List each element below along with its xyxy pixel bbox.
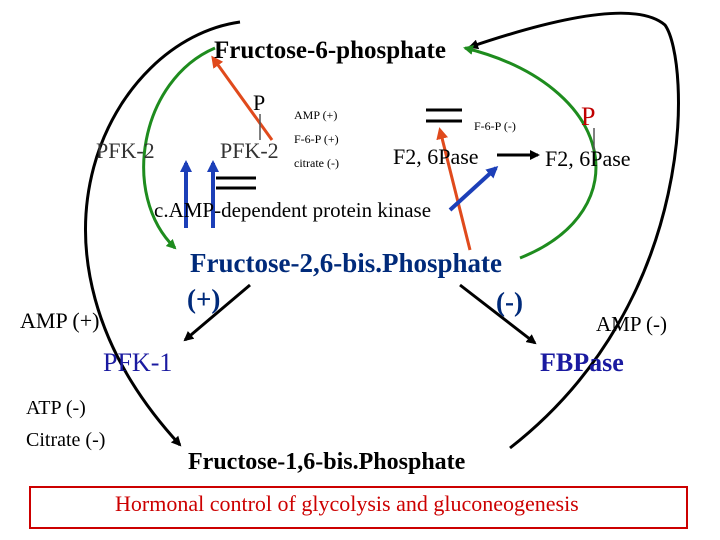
inhibit-minus-label: (-) bbox=[496, 287, 523, 317]
f6p-minus-label: F-6-P (-) bbox=[474, 119, 516, 133]
citrate-minus-label: Citrate (-) bbox=[26, 429, 106, 451]
fructose-26-bisphosphate-label: Fructose-2,6-bis.Phosphate bbox=[190, 248, 502, 278]
amp-plus-small-label: AMP (+) bbox=[294, 108, 338, 122]
activate-plus-label: (+) bbox=[187, 284, 221, 314]
inhibition-bars-left bbox=[216, 176, 256, 190]
amp-plus-label: AMP (+) bbox=[20, 308, 100, 333]
amp-minus-label: AMP (-) bbox=[596, 312, 667, 336]
fbpase-label: FBPase bbox=[540, 348, 624, 377]
citrate-minus-small-label: citrate (-) bbox=[294, 156, 339, 170]
arrow-f26bp-to-fbpase bbox=[459, 283, 537, 345]
fructose-6-phosphate-label: Fructose-6-phosphate bbox=[214, 37, 446, 64]
fructose-16-bisphosphate-label: Fructose-1,6-bis.Phosphate bbox=[188, 449, 466, 475]
outer-loop-right-arrow bbox=[468, 11, 680, 450]
inhibition-bars-right bbox=[426, 108, 462, 123]
phosphate-label-right: P bbox=[581, 102, 596, 131]
green-arrow-f6p-to-f26bp bbox=[142, 46, 216, 250]
orange-arrow-pfk2-phosphate bbox=[211, 55, 274, 141]
caption-text: Hormonal control of glycolysis and gluco… bbox=[115, 491, 579, 516]
f26pase-label-right: F2, 6Pase bbox=[545, 146, 631, 171]
pfk1-label: PFK-1 bbox=[103, 348, 173, 377]
arrow-f26bp-to-pfk1 bbox=[183, 283, 251, 342]
orange-arrow-f6p-inhibits-pase bbox=[436, 127, 472, 251]
pfk2-label-left: PFK-2 bbox=[96, 138, 155, 163]
pfk2-label-right: PFK-2 bbox=[220, 138, 279, 163]
f6p-plus-label: F-6-P (+) bbox=[294, 132, 339, 146]
f26pase-label-left: F2, 6Pase bbox=[393, 144, 479, 169]
blue-arrow-kinase-to-pase bbox=[448, 165, 499, 212]
outer-loop-left-arrow bbox=[84, 20, 241, 447]
phosphate-label-left: P bbox=[253, 90, 266, 115]
camp-kinase-label: c.AMP-dependent protein kinase bbox=[154, 198, 432, 222]
caption-box bbox=[29, 486, 688, 529]
atp-minus-label: ATP (-) bbox=[26, 397, 86, 419]
